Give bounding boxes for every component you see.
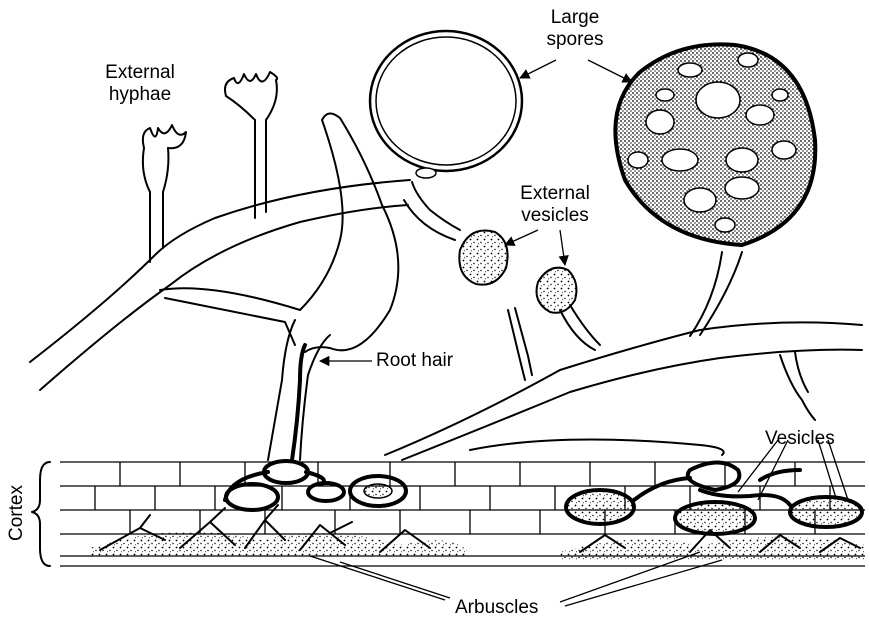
large-spores-label: Large spores [525,7,625,51]
external-hyphae-line-1: External [90,62,190,84]
external-vesicles-line-2: vesicles [500,205,610,227]
cortex-bracket [32,462,50,566]
large-spores-line-2: spores [525,29,625,51]
cortex-label: Cortex [6,478,28,548]
vesicles-label: Vesicles [765,428,835,450]
root-hair-label: Root hair [376,350,453,372]
external-vesicles-line-1: External [500,183,610,205]
external-vesicles-label: External vesicles [500,183,610,227]
arbuscles-label: Arbuscles [455,597,538,619]
external-vesicle-2 [537,268,577,313]
large-spores-line-1: Large [525,7,625,29]
external-hyphae-label: External hyphae [90,62,190,106]
external-vesicle-1 [459,230,507,284]
external-hyphae-line-2: hyphae [90,84,190,106]
large-spore-smooth [370,31,522,178]
large-spore-granular [615,44,815,245]
